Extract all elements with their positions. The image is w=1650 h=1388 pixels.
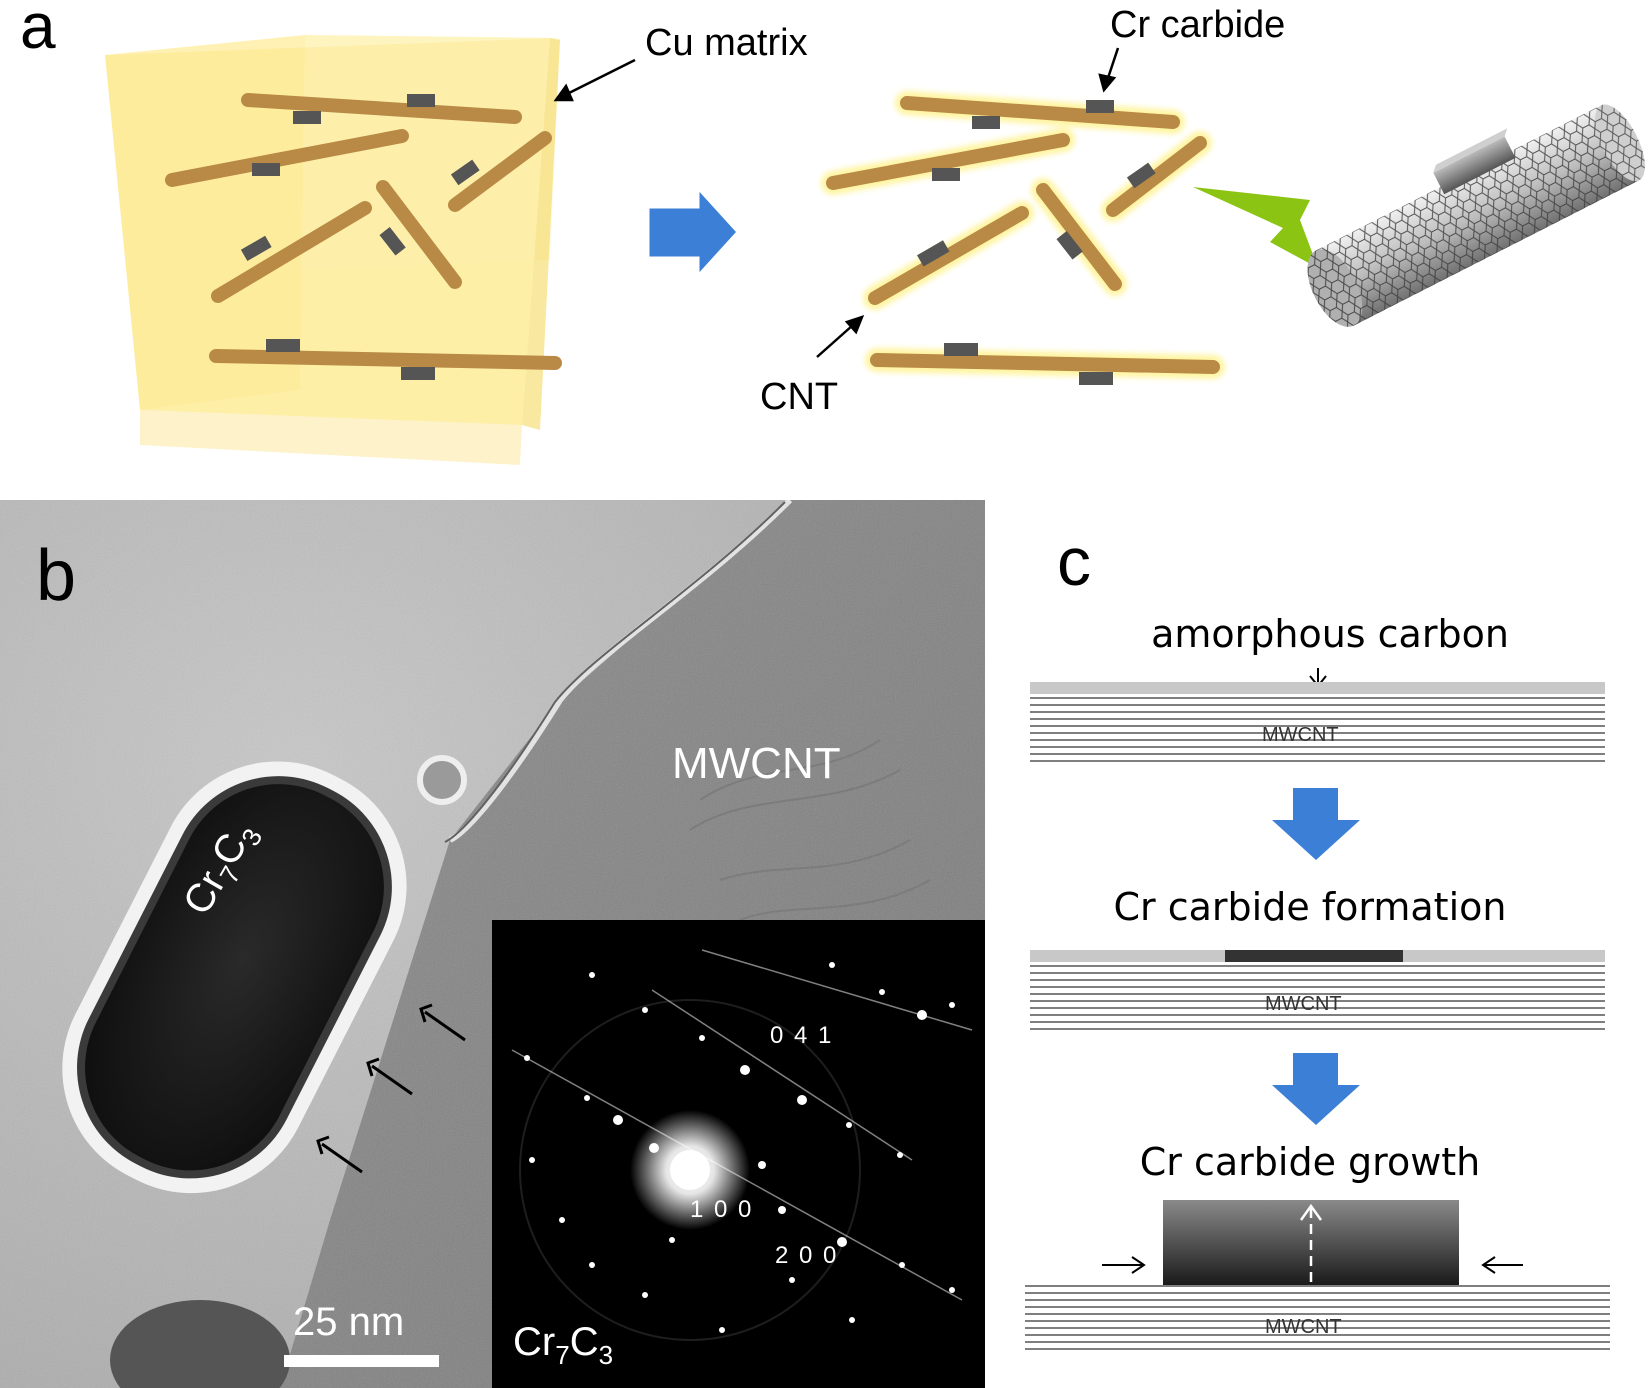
- cr-carbide-label: Cr carbide: [1110, 4, 1286, 46]
- interface-arrows: [316, 1003, 466, 1174]
- step1-diagram: [1030, 668, 1605, 762]
- saed-inset: [492, 920, 985, 1388]
- cu-matrix-label: Cu matrix: [645, 22, 808, 64]
- amorphous-carbon-label: amorphous carbon: [1151, 612, 1509, 656]
- saed-label-200: 2 0 0: [775, 1242, 839, 1269]
- cnt-rods-in-matrix: [165, 93, 562, 370]
- cnt-label: CNT: [760, 376, 839, 418]
- saed-phase-sub1: 7: [555, 1340, 570, 1370]
- zoom-arrow-green: [1193, 187, 1318, 268]
- cnt-rods-free: [826, 96, 1220, 374]
- cr-carbide-pointer: [1098, 47, 1120, 93]
- step1-mwcnt-label: MWCNT: [1262, 724, 1339, 746]
- saed-phase-c: C: [569, 1320, 599, 1364]
- step3-title: Cr carbide growth: [1139, 1140, 1481, 1184]
- carbide-particles-in-matrix: [240, 94, 480, 380]
- step2-title: Cr carbide formation: [1113, 885, 1507, 929]
- process-arrow-blue: [646, 184, 741, 280]
- saed-phase-sub2: 3: [598, 1340, 614, 1370]
- panel-c-letter: c: [1057, 524, 1091, 600]
- carbide-particles-free: [917, 100, 1156, 385]
- cu-matrix-pointer: [553, 58, 636, 102]
- saed-label-041: 0 4 1: [770, 1022, 834, 1049]
- scale-bar: [284, 1355, 439, 1367]
- step3-diagram: [1025, 1200, 1610, 1350]
- cnt-pointer: [816, 314, 865, 358]
- saed-label-100: 1 0 0: [690, 1196, 754, 1223]
- scale-bar-label: 25 nm: [293, 1300, 405, 1344]
- step2-mwcnt-label: MWCNT: [1265, 993, 1342, 1015]
- step-arrow-1: [1272, 788, 1360, 860]
- panel-b-letter: b: [36, 536, 77, 616]
- nanotube-3d: [1307, 104, 1645, 327]
- mwcnt-label-tem: MWCNT: [672, 739, 841, 788]
- step-arrow-2: [1272, 1053, 1360, 1125]
- panel-c-schematic: [1025, 668, 1610, 1350]
- saed-phase-cr: Cr: [513, 1320, 556, 1364]
- step3-mwcnt-label: MWCNT: [1265, 1316, 1342, 1338]
- saed-pattern: [492, 920, 985, 1388]
- panel-a-schematic: [105, 35, 1645, 465]
- saed-phase-label: Cr7C3: [513, 1320, 613, 1371]
- panel-a-letter: a: [20, 0, 56, 62]
- step2-diagram: [1030, 950, 1605, 1030]
